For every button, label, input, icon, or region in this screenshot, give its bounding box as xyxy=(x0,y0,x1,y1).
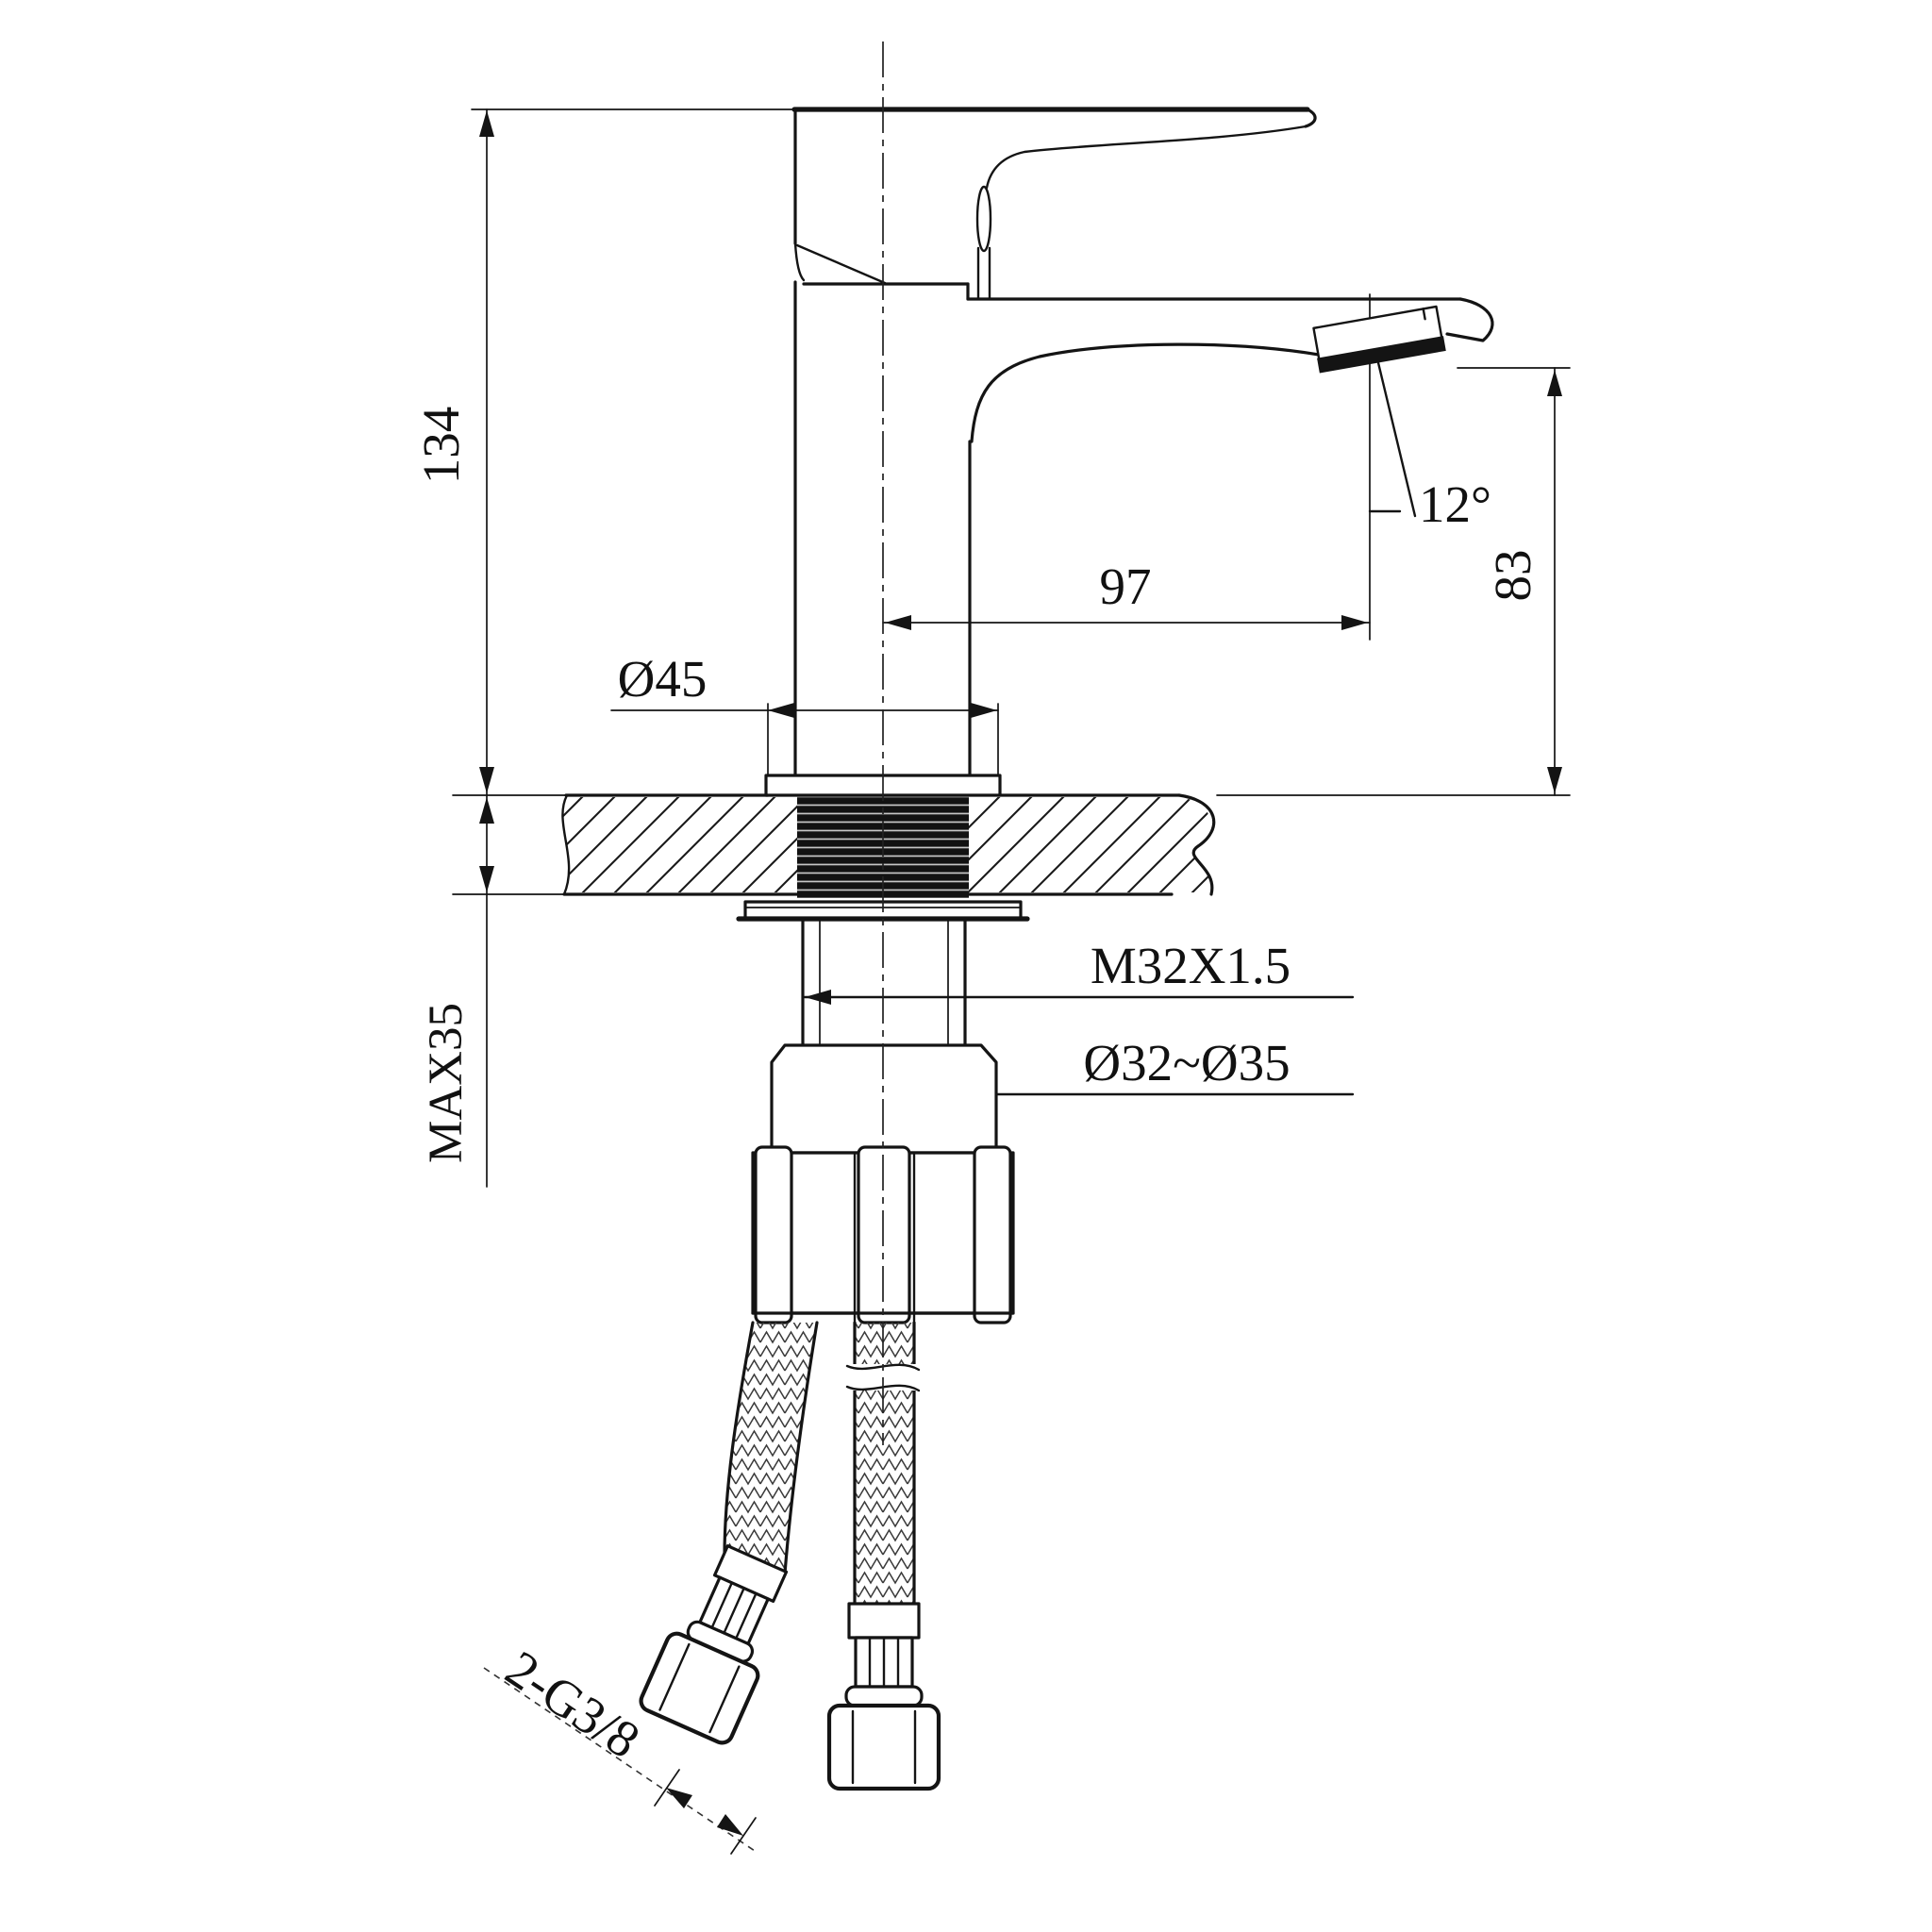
arrow-d45-right xyxy=(971,703,997,718)
right-fitting-collar xyxy=(844,1685,924,1707)
spout-right-curl xyxy=(1445,297,1494,342)
right-fitting-hex-nut xyxy=(826,1703,941,1791)
countertop-break-line xyxy=(561,793,571,896)
label-outlet-angle: 12° xyxy=(1419,475,1491,533)
left-hose-wall-left xyxy=(723,1321,755,1558)
supply-hoses: 2-G3/8 xyxy=(483,1321,941,1855)
label-base-diameter: Ø45 xyxy=(618,650,708,708)
countertop-bullnose-edge xyxy=(1177,793,1216,896)
arrow-134-top xyxy=(479,110,494,137)
mounting-nut-lug-left xyxy=(754,1145,793,1324)
right-fitting-ferrule xyxy=(847,1602,921,1640)
head-chin-diagonal xyxy=(795,243,887,285)
left-fitting-rib1 xyxy=(710,1581,734,1629)
right-hose-fitting xyxy=(826,1602,941,1791)
arrow-97-left xyxy=(885,615,911,630)
label-hose-connections: 2-G3/8 xyxy=(496,1640,650,1770)
handle-tip xyxy=(1304,108,1317,128)
label-overall-height: 134 xyxy=(412,407,470,485)
left-hex-facet-right xyxy=(708,1665,741,1734)
label-shank-thread: M32X1.5 xyxy=(1091,937,1291,994)
arrow-134-bottom xyxy=(479,767,494,793)
g38-extension-upper xyxy=(654,1769,680,1807)
dimension-layer: 134 MAX35 97 12° 83 Ø45 M32X1.5 Ø32~ xyxy=(412,108,1571,1188)
countertop-hatch-right xyxy=(969,797,1211,892)
label-outlet-height: 83 xyxy=(1484,550,1541,602)
handle-underside xyxy=(985,125,1307,190)
left-hex-facet-left xyxy=(658,1642,691,1711)
mounting-nut-lug-center xyxy=(857,1145,911,1324)
label-max-thickness: MAX35 xyxy=(420,1003,473,1163)
arrow-m32 xyxy=(805,990,831,1005)
faucet-outline xyxy=(764,107,1494,797)
arrow-83-bottom xyxy=(1547,767,1562,793)
arrow-83-top xyxy=(1547,370,1562,396)
left-hose-fitting xyxy=(639,1544,789,1745)
left-hose-wall-right xyxy=(783,1321,819,1575)
arrow-97-right xyxy=(1341,615,1368,630)
shank-collar xyxy=(770,1043,998,1155)
countertop-hatch-left xyxy=(562,797,797,892)
arrow-d45-left xyxy=(768,703,794,718)
spout-underside xyxy=(970,342,1326,443)
left-fitting-hex-nut xyxy=(639,1631,760,1745)
label-hole-range: Ø32~Ø35 xyxy=(1083,1034,1290,1091)
label-spout-reach: 97 xyxy=(1100,558,1152,615)
aerator-outlet-face xyxy=(1317,336,1446,374)
arrow-g38-upper xyxy=(666,1788,692,1808)
leader-dashed-g38 xyxy=(483,1667,756,1852)
handle-pivot-seam xyxy=(975,185,992,253)
aerator-notch xyxy=(1422,308,1426,321)
head-chin-arc xyxy=(793,242,806,282)
left-hose-braid xyxy=(724,1323,817,1574)
arrow-max35-top xyxy=(479,797,494,824)
aerator xyxy=(1312,305,1446,374)
mounting-nut-lug-right xyxy=(973,1145,1012,1324)
arrow-g38-lower xyxy=(717,1814,743,1836)
arrow-max35-bottom xyxy=(479,866,494,892)
left-fitting-rib2 xyxy=(723,1587,745,1635)
left-fitting-rib3 xyxy=(735,1592,758,1640)
